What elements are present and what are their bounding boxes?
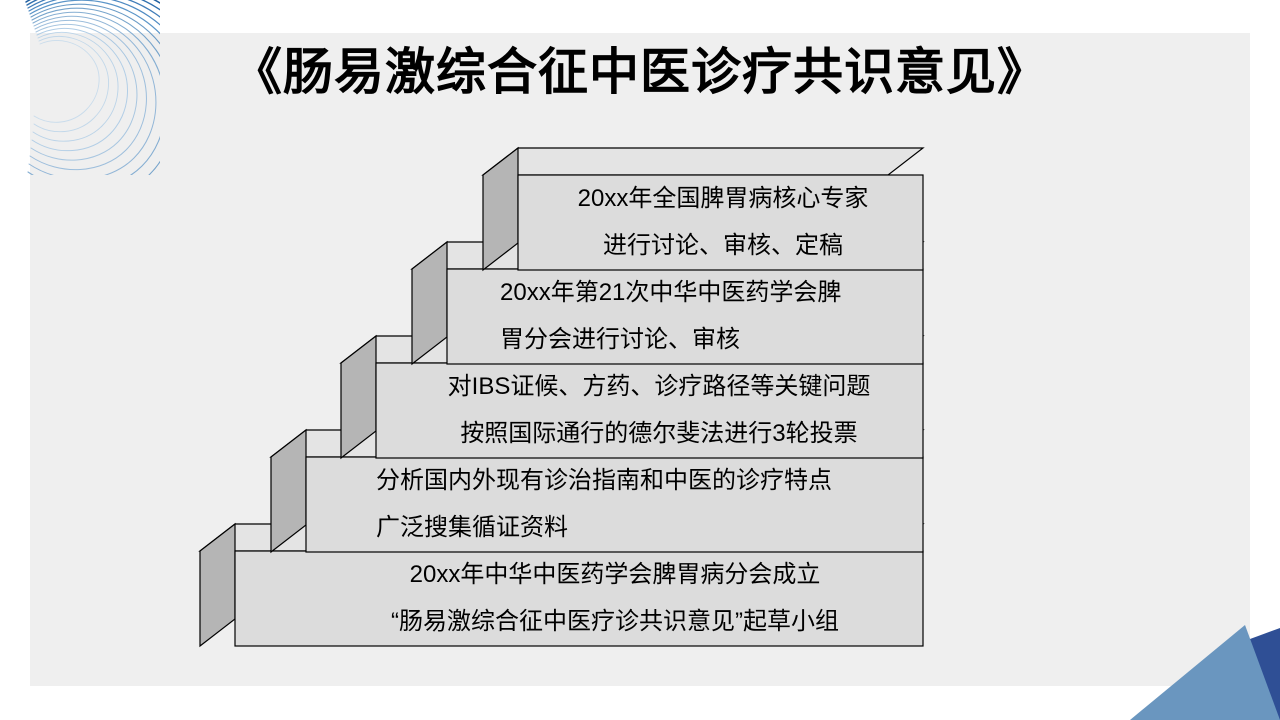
staircase-step-third-text: 对IBS证候、方药、诊疗路径等关键问题 按照国际通行的德尔斐法进行3轮投票 <box>409 363 909 457</box>
slide-title: 《肠易激综合征中医诊疗共识意见》 <box>232 44 1048 100</box>
step-line: 按照国际通行的德尔斐法进行3轮投票 <box>460 420 858 447</box>
step-line: 对IBS证候、方药、诊疗路径等关键问题 <box>447 373 871 400</box>
staircase-step-bottom: 20xx年中华中医药学会脾胃病分会成立 “肠易激综合征中医疗诊共识意见”起草小组 <box>198 522 930 654</box>
staircase-step-top: 20xx年全国脾胃病核心专家 进行讨论、审核、定稿 <box>481 146 931 273</box>
step-line: 20xx年第21次中华中医药学会脾 <box>500 279 842 306</box>
staircase-step-bottom-text: 20xx年中华中医药学会脾胃病分会成立 “肠易激综合征中医疗诊共识意见”起草小组 <box>305 551 925 645</box>
step-line: 20xx年全国脾胃病核心专家 <box>577 185 869 212</box>
step-line: 分析国内外现有诊治指南和中医的诊疗特点 <box>376 467 832 494</box>
staircase-step-second-text: 分析国内外现有诊治指南和中医的诊疗特点 广泛搜集循证资料 <box>376 457 896 551</box>
step-line: “肠易激综合征中医疗诊共识意见”起草小组 <box>391 608 839 635</box>
step-line: 胃分会进行讨论、审核 <box>500 326 740 353</box>
step-line: 广泛搜集循证资料 <box>376 514 568 541</box>
step-line: 20xx年中华中医药学会脾胃病分会成立 <box>409 561 821 588</box>
staircase-step-fourth-text: 20xx年第21次中华中医药学会脾 胃分会进行讨论、审核 <box>500 269 920 363</box>
step-line: 进行讨论、审核、定稿 <box>603 232 843 259</box>
staircase-step-top-text: 20xx年全国脾胃病核心专家 进行讨论、审核、定稿 <box>543 175 903 269</box>
